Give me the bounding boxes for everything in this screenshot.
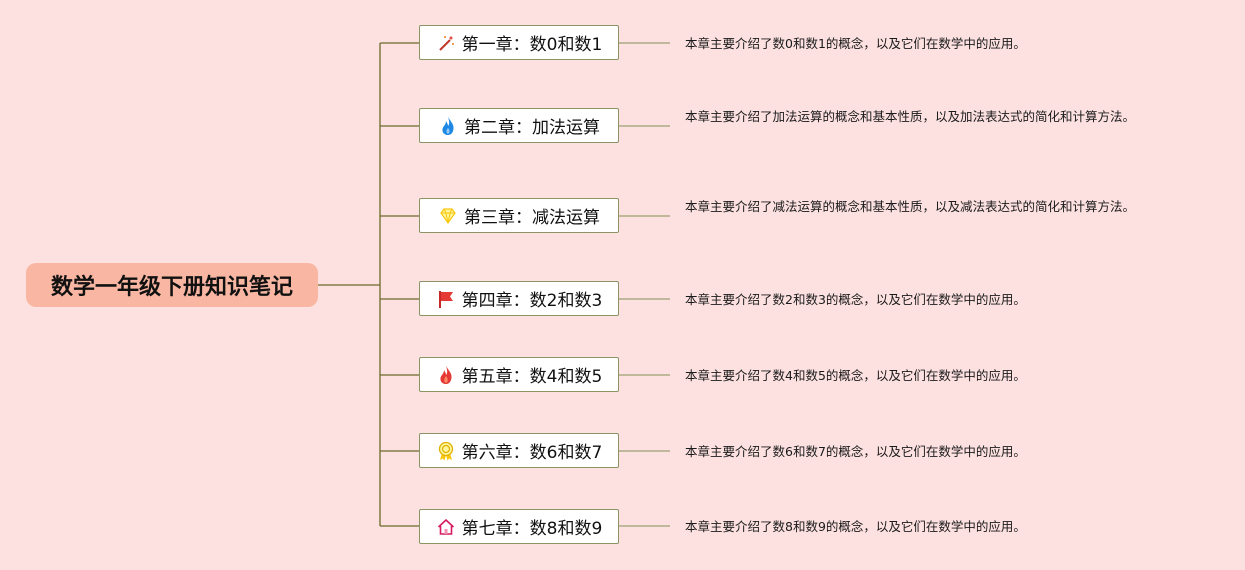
- red-flag-icon: [436, 289, 456, 309]
- chapter-desc-3: 本章主要介绍了减法运算的概念和基本性质，以及减法表达式的简化和计算方法。: [685, 199, 1136, 214]
- chapter-desc-6: 本章主要介绍了数6和数7的概念，以及它们在数学中的应用。: [685, 444, 1026, 459]
- root-topic[interactable]: 数学一年级下册知识笔记: [26, 263, 318, 307]
- chapter-label-6: 第六章：数6和数7: [461, 443, 603, 463]
- chapter-label-7: 第七章：数8和数9: [461, 519, 603, 539]
- blue-flame-icon: [438, 116, 458, 136]
- diamond-icon: [438, 206, 458, 226]
- chapter-node-2[interactable]: 第二章：加法运算: [419, 108, 619, 143]
- chapter-node-5[interactable]: 第五章：数4和数5: [419, 357, 619, 392]
- magic-wand-icon: [436, 33, 456, 53]
- chapter-label-4: 第四章：数2和数3: [461, 291, 603, 311]
- chapter-label-5: 第五章：数4和数5: [461, 367, 603, 387]
- root-title: 数学一年级下册知识笔记: [50, 275, 293, 300]
- chapter-node-7[interactable]: 第七章：数8和数9: [419, 509, 619, 544]
- chapter-label-2: 第二章：加法运算: [464, 118, 600, 138]
- chapter-desc-5: 本章主要介绍了数4和数5的概念，以及它们在数学中的应用。: [685, 368, 1026, 383]
- award-medal-icon: [436, 441, 456, 461]
- chapter-node-4[interactable]: 第四章：数2和数3: [419, 281, 619, 316]
- chapter-label-1: 第一章：数0和数1: [461, 35, 603, 55]
- house-icon: [436, 517, 456, 537]
- chapter-desc-2: 本章主要介绍了加法运算的概念和基本性质，以及加法表达式的简化和计算方法。: [685, 109, 1136, 124]
- chapter-label-3: 第三章：减法运算: [464, 208, 600, 228]
- chapter-node-1[interactable]: 第一章：数0和数1: [419, 25, 619, 60]
- chapter-desc-4: 本章主要介绍了数2和数3的概念，以及它们在数学中的应用。: [685, 292, 1026, 307]
- chapter-node-3[interactable]: 第三章：减法运算: [419, 198, 619, 233]
- chapter-node-6[interactable]: 第六章：数6和数7: [419, 433, 619, 468]
- fire-icon: [436, 365, 456, 385]
- chapter-desc-1: 本章主要介绍了数0和数1的概念，以及它们在数学中的应用。: [685, 36, 1026, 51]
- chapter-desc-7: 本章主要介绍了数8和数9的概念，以及它们在数学中的应用。: [685, 519, 1026, 534]
